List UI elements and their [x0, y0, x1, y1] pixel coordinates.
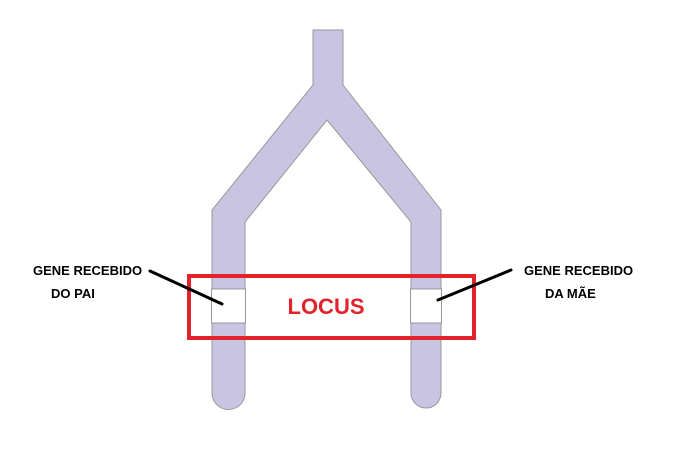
gene-band-mother: [410, 288, 442, 324]
locus-box: [187, 274, 476, 340]
chromosome: [211, 29, 442, 410]
father-label-line1: GENE RECEBIDO: [33, 263, 142, 278]
mother-label-line1: GENE RECEBIDO: [524, 263, 633, 278]
pointer-line-father: [148, 269, 224, 306]
gene-band-father: [211, 288, 246, 324]
locus-label: LOCUS: [288, 294, 365, 319]
father-label-line2: DO PAI: [51, 286, 95, 301]
mother-label-line2: DA MÃE: [545, 286, 596, 301]
pointer-line-mother: [436, 268, 513, 302]
